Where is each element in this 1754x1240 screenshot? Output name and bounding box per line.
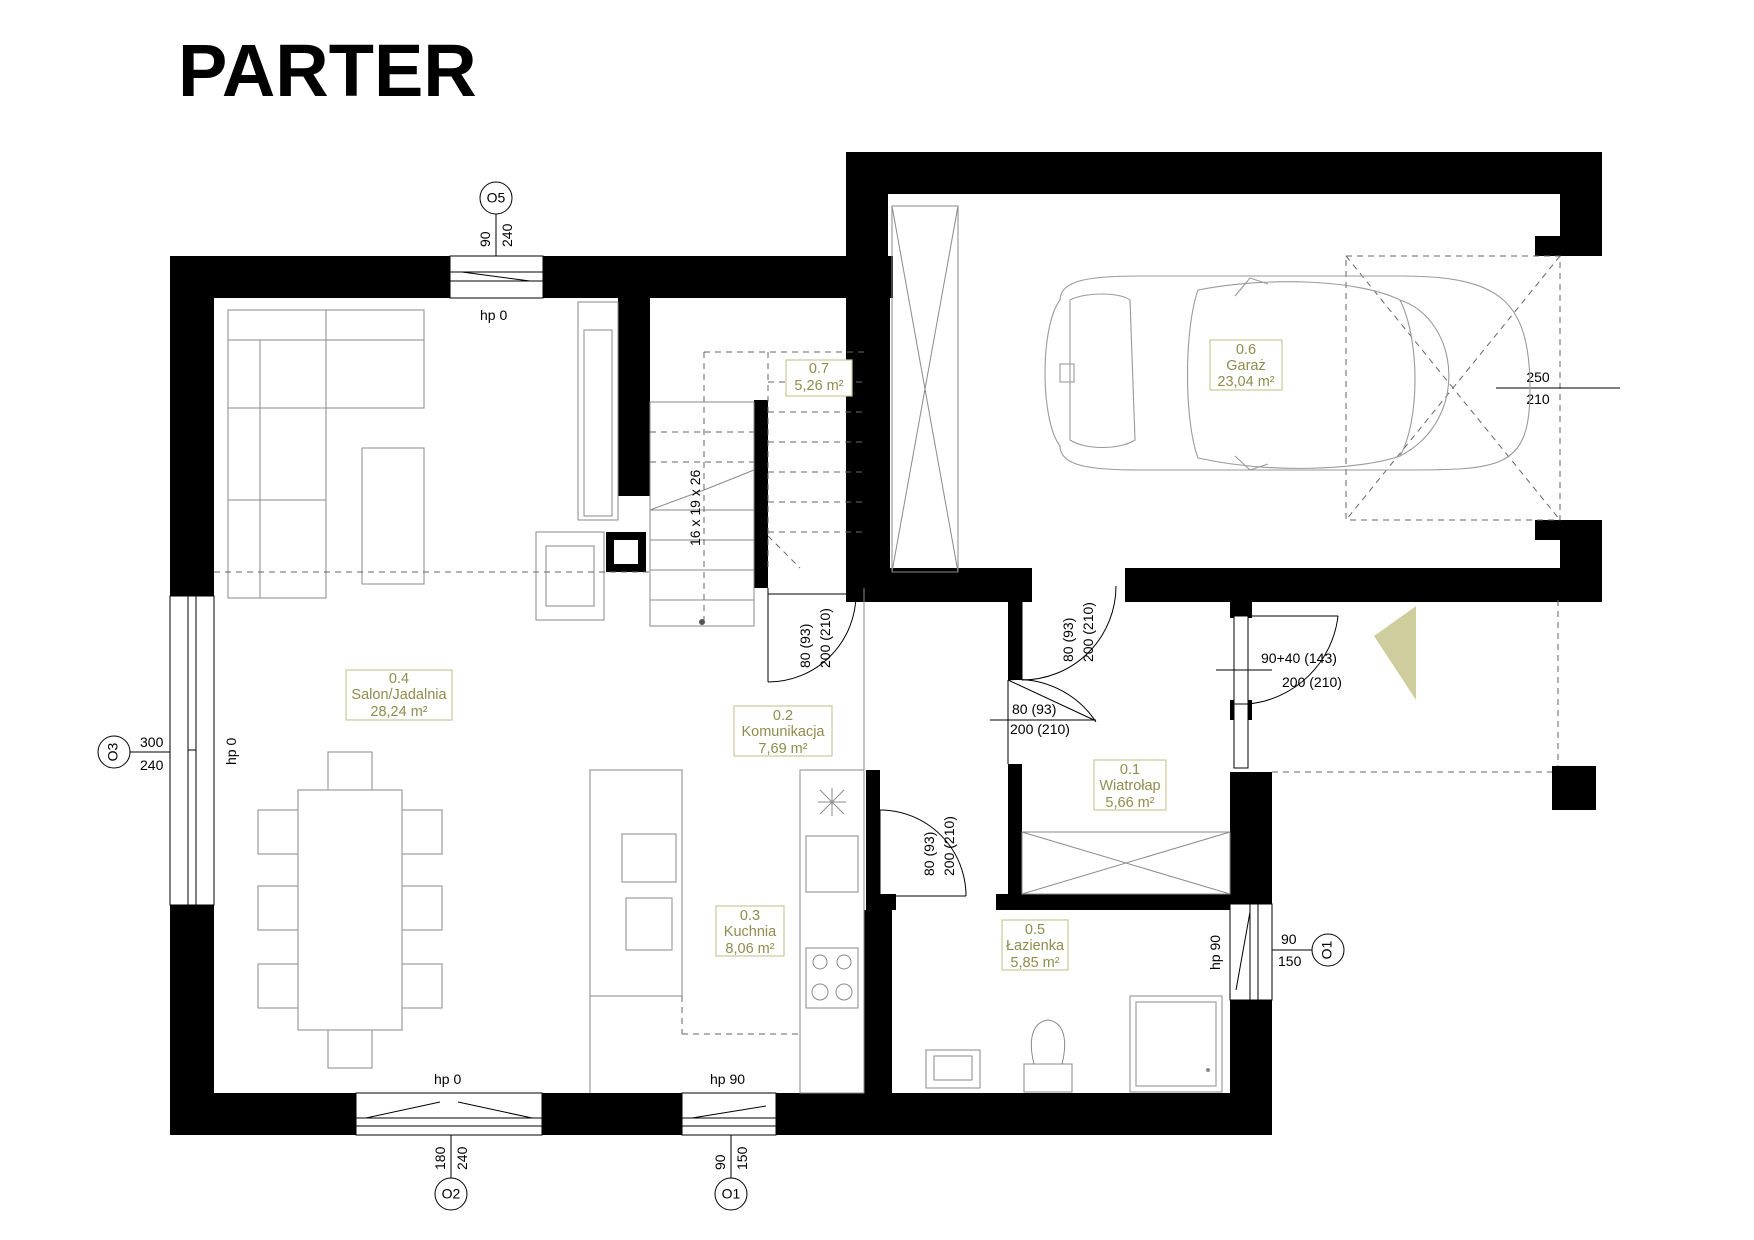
door-entry: 90+40 (143) 200 (210)	[1216, 615, 1342, 769]
window-o5: 90 240 O5 hp 0	[449, 181, 544, 323]
door-entry-height: 200 (210)	[1282, 674, 1342, 690]
sofa-icon	[227, 309, 425, 599]
door-entry-width: 90+40 (143)	[1261, 650, 1337, 666]
door-bath: 80 (93) 200 (210)	[879, 809, 967, 897]
door-stair-width: 80 (93)	[797, 624, 813, 668]
window-o2-sill: hp 0	[434, 1071, 461, 1087]
room-0.5-name: Łazienka	[1006, 938, 1065, 954]
garage-interior: 250 210	[891, 205, 1620, 573]
toilet-icon	[1023, 1019, 1073, 1093]
door-vestibule: 80 (93) 200 (210)	[990, 679, 1097, 764]
room-0.4-area: 28,24 m²	[370, 704, 427, 720]
door-vestibule-height: 200 (210)	[1010, 721, 1070, 737]
garage-gate-width: 250	[1526, 369, 1550, 385]
room-0.1-number: 0.1	[1120, 762, 1140, 778]
room-0.7-area: 5,26 m²	[794, 378, 843, 394]
dining-table-icon	[257, 751, 443, 1069]
shower-icon	[1129, 995, 1223, 1093]
room-0.6-area: 23,04 m²	[1217, 374, 1274, 390]
window-o1-front-height: 150	[734, 1146, 750, 1170]
entrance-arrow-icon	[1374, 606, 1416, 700]
door-stair: 80 (93) 200 (210)	[767, 588, 857, 683]
plan-title: PARTER	[178, 29, 477, 112]
window-o3: 300 240 O3 hp 0	[97, 595, 239, 906]
window-o3-height: 240	[140, 757, 164, 773]
room-0.3-area: 8,06 m²	[725, 941, 774, 957]
window-o3-width: 300	[140, 734, 164, 750]
window-o3-sill: hp 0	[223, 738, 239, 765]
door-vestibule-width: 80 (93)	[1012, 701, 1056, 717]
window-o2-tag: O2	[442, 1186, 461, 1202]
room-label-0.2: 0.2 Komunikacja 7,69 m²	[733, 705, 833, 757]
room-label-0.5: 0.5 Łazienka 5,85 m²	[1001, 919, 1069, 971]
room-label-0.3: 0.3 Kuchnia 8,06 m²	[715, 905, 785, 957]
window-o1-bath-height: 150	[1278, 953, 1302, 969]
fireplace-icon	[535, 531, 605, 621]
room-0.2-number: 0.2	[773, 708, 793, 724]
window-o1-front-tag: O1	[722, 1186, 741, 1202]
door-bath-width: 80 (93)	[921, 832, 937, 876]
room-0.7-number: 0.7	[809, 361, 829, 377]
tv-cabinet-icon	[577, 301, 619, 521]
window-o2: 180 240 O2 hp 0	[355, 1071, 543, 1211]
car-icon	[1044, 275, 1531, 471]
room-0.1-name: Wiatrołap	[1099, 778, 1160, 794]
window-o2-width: 180	[432, 1146, 448, 1170]
window-o1-front: 90 150 O1 hp 90	[681, 1071, 777, 1211]
window-o1-bath: 90 150 O1 hp 90	[1207, 903, 1345, 1001]
kitchen-counter-icon	[799, 769, 865, 1094]
window-o5-tag: O5	[487, 190, 506, 206]
window-o3-tag: O3	[105, 742, 121, 761]
room-0.6-number: 0.6	[1236, 342, 1256, 358]
window-o1-front-width: 90	[712, 1154, 728, 1170]
ventilation-ducts	[870, 366, 884, 990]
wardrobe-icon	[1021, 831, 1231, 895]
walls	[170, 152, 1602, 1135]
room-label-0.7: 0.7 5,26 m²	[785, 359, 853, 397]
room-0.5-area: 5,85 m²	[1010, 955, 1059, 971]
stairs-label: 16 x 19 x 26	[687, 470, 703, 546]
window-o2-height: 240	[454, 1146, 470, 1170]
window-o1-front-sill: hp 90	[710, 1071, 745, 1087]
staircase: 16 x 19 x 26	[649, 351, 864, 627]
window-o5-width: 90	[477, 231, 493, 247]
room-label-0.6: 0.6 Garaż 23,04 m²	[1209, 339, 1283, 391]
window-o5-height: 240	[499, 223, 515, 247]
window-o5-sill: hp 0	[480, 307, 507, 323]
room-0.6-name: Garaż	[1226, 358, 1266, 374]
door-stair-height: 200 (210)	[817, 608, 833, 668]
kitchen-island-icon	[589, 769, 683, 997]
door-garage-width: 80 (93)	[1060, 618, 1076, 662]
sink-icon	[925, 1049, 981, 1089]
coffee-table-icon	[361, 447, 425, 585]
room-label-0.4: 0.4 Salon/Jadalnia 28,24 m²	[345, 669, 453, 721]
room-0.2-area: 7,69 m²	[758, 741, 807, 757]
room-0.2-name: Komunikacja	[741, 724, 825, 740]
room-0.1-area: 5,66 m²	[1105, 795, 1154, 811]
room-0.5-number: 0.5	[1025, 922, 1045, 938]
room-0.4-number: 0.4	[389, 671, 409, 687]
window-o1-bath-sill: hp 90	[1207, 935, 1223, 970]
door-garage: 80 (93) 200 (210)	[1021, 585, 1117, 681]
room-0.4-name: Salon/Jadalnia	[351, 687, 447, 703]
room-0.3-name: Kuchnia	[724, 924, 777, 940]
door-garage-height: 200 (210)	[1080, 602, 1096, 662]
door-bath-height: 200 (210)	[941, 816, 957, 876]
garage-gate-height: 210	[1526, 391, 1550, 407]
room-label-0.1: 0.1 Wiatrołap 5,66 m²	[1093, 759, 1167, 811]
window-o1-bath-tag: O1	[1319, 940, 1335, 959]
room-0.3-number: 0.3	[740, 908, 760, 924]
window-o1-bath-width: 90	[1281, 931, 1297, 947]
